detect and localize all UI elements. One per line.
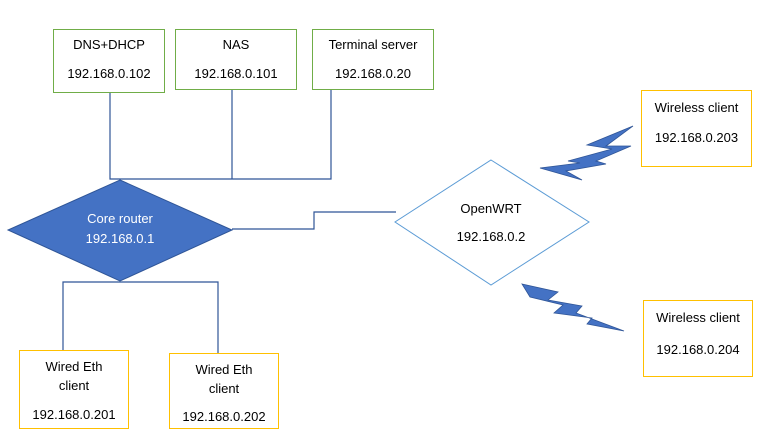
wired-client-1-name-line2: client (58, 378, 90, 393)
wired-client-2-name-line2: client (208, 381, 240, 396)
wired-client-1-name-line1: Wired Eth (45, 359, 103, 374)
core-router-shape[interactable] (6, 179, 234, 282)
wireless-client-upper-box[interactable]: Wireless client 192.168.0.203 (641, 90, 752, 167)
wireless-bolt-lower-icon (521, 283, 625, 332)
wireless-bolt-upper-icon (539, 125, 634, 181)
wired-client-2-name-line1: Wired Eth (195, 362, 253, 377)
wireless-client-upper-ip: 192.168.0.203 (654, 130, 739, 145)
openwrt-shape[interactable] (394, 159, 590, 286)
nas-box[interactable]: NAS 192.168.0.101 (175, 29, 297, 90)
core-router-name: Core router (87, 211, 153, 226)
nas-ip: 192.168.0.101 (194, 66, 278, 81)
wireless-client-lower-box[interactable]: Wireless client 192.168.0.204 (643, 300, 753, 377)
wireless-client-lower-ip: 192.168.0.204 (656, 342, 740, 357)
wired-client-2-box[interactable]: Wired Eth client 192.168.0.202 (169, 353, 279, 429)
wireless-client-upper-name: Wireless client (654, 100, 739, 115)
terminal-server-ip: 192.168.0.20 (335, 66, 411, 81)
link-router-to-openwrt (232, 211, 396, 230)
wired-client-1-box[interactable]: Wired Eth client 192.168.0.201 (19, 350, 129, 429)
openwrt-name: OpenWRT (460, 201, 522, 216)
dns-dhcp-ip: 192.168.0.102 (67, 66, 151, 81)
terminal-server-box[interactable]: Terminal server 192.168.0.20 (312, 29, 434, 90)
link-router-to-wired-clients (62, 281, 219, 353)
terminal-server-name: Terminal server (328, 37, 418, 52)
wired-client-1-ip: 192.168.0.201 (32, 407, 116, 422)
wired-client-2-ip: 192.168.0.202 (182, 409, 266, 424)
dns-dhcp-box[interactable]: DNS+DHCP 192.168.0.102 (53, 29, 165, 93)
link-dns-to-router (109, 90, 332, 180)
core-router-ip: 192.168.0.1 (85, 231, 155, 246)
dns-dhcp-name: DNS+DHCP (73, 37, 145, 52)
wireless-client-lower-name: Wireless client (656, 310, 740, 325)
openwrt-ip: 192.168.0.2 (456, 229, 526, 244)
nas-name: NAS (222, 37, 250, 52)
